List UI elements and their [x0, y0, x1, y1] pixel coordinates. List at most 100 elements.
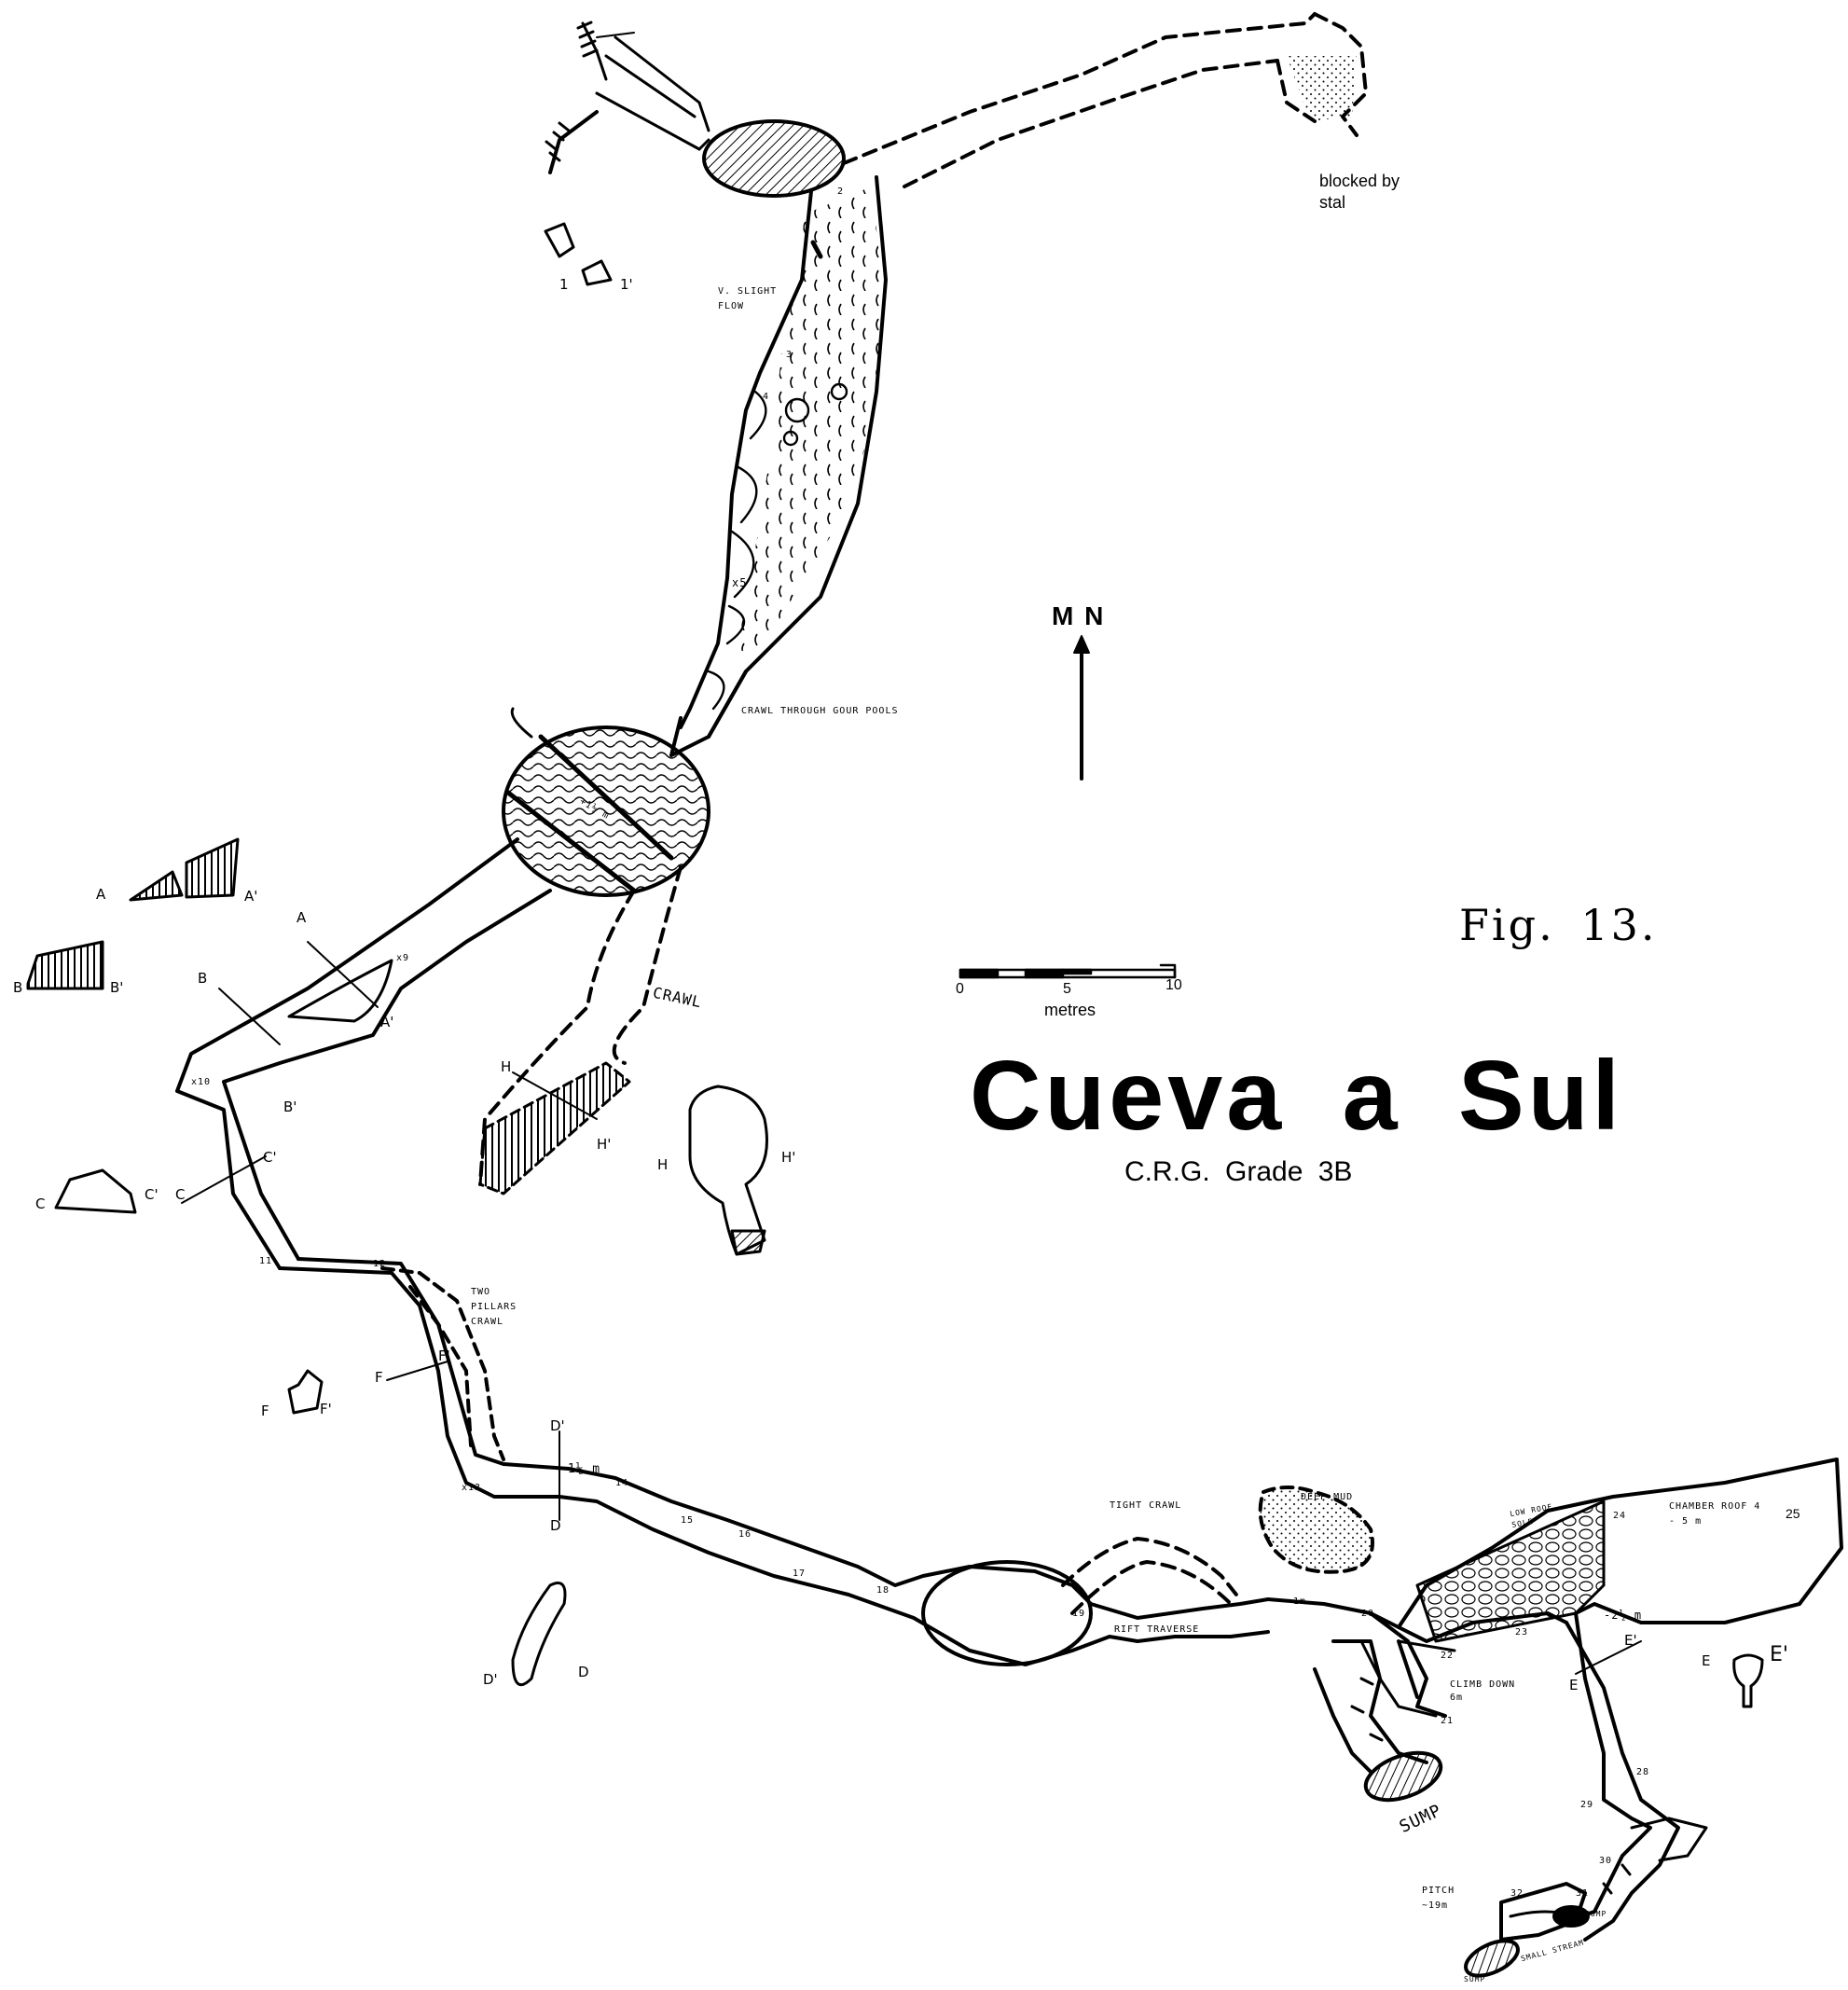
- crawl-end-hatched: [478, 1061, 631, 1195]
- station-25: 25: [1786, 1506, 1800, 1521]
- north-arrow: [1073, 635, 1090, 781]
- note-climb-down: CLIMB DOWN 6m: [1450, 1679, 1516, 1703]
- descending-passage: [1565, 1611, 1708, 1942]
- note-deep-mud: DEEP MUD: [1301, 1492, 1354, 1502]
- figure-label: Fig. 13.: [1459, 900, 1658, 950]
- upper-streamway: [669, 175, 888, 757]
- scale-tick-10: 10: [1165, 977, 1182, 993]
- scale-tick-0: 0: [956, 981, 964, 997]
- station-32: 32: [1510, 1888, 1524, 1899]
- station-2: 2: [837, 187, 845, 197]
- section-f-line-label: F: [375, 1369, 383, 1386]
- tight-crawl: [1061, 1537, 1242, 1615]
- section-e-line-label: E: [1569, 1677, 1579, 1693]
- station-28: 28: [1636, 1767, 1650, 1777]
- map-subtitle: C.R.G. Grade 3B: [1124, 1156, 1353, 1187]
- station-21: 21: [1441, 1716, 1455, 1726]
- station-23: 23: [1515, 1627, 1529, 1638]
- section-1-label: 1: [559, 276, 569, 293]
- sump-area: [1313, 1639, 1443, 1803]
- section-b-label: B: [13, 979, 23, 996]
- blocked-stal-area: [1287, 56, 1357, 121]
- section-b-line-label: B: [198, 970, 208, 987]
- section-1b-label: 1': [620, 276, 633, 293]
- depth-lower: -1½ m: [559, 1462, 601, 1476]
- left-passage: [175, 837, 552, 1270]
- section-a2-line-label: A': [380, 1014, 394, 1030]
- section-h2-line-label: H': [597, 1136, 612, 1153]
- gour-chamber: [502, 707, 710, 897]
- section-1-shapes: [544, 222, 613, 286]
- section-a-line-label: A: [297, 909, 307, 926]
- station-31: 31: [1576, 1888, 1590, 1899]
- section-c2-line-label: C': [263, 1149, 277, 1166]
- station-5: x5: [732, 576, 748, 589]
- section-b2-label: B': [110, 979, 124, 996]
- gour-pools: [707, 240, 848, 711]
- section-d2-line-label: D': [550, 1417, 565, 1434]
- section-a-shape: [129, 837, 240, 902]
- station-30: 30: [1599, 1856, 1613, 1866]
- station-17: 17: [793, 1569, 807, 1579]
- station-12: 12: [373, 1259, 387, 1269]
- section-e2-label: E': [1770, 1643, 1788, 1666]
- station-16: 16: [738, 1529, 752, 1540]
- scale-unit: metres: [1044, 1001, 1096, 1019]
- section-c2-label: C': [145, 1186, 159, 1203]
- scale-tick-5: 5: [1063, 981, 1071, 997]
- section-f-label: F: [261, 1403, 269, 1419]
- station-3: 3: [786, 350, 793, 360]
- station-15: 15: [681, 1515, 695, 1526]
- section-a-label: A: [96, 886, 106, 903]
- section-f2-label: F': [320, 1401, 332, 1417]
- lower-chamber: [921, 1560, 1093, 1666]
- section-b-shape: [26, 940, 104, 990]
- station-18: 18: [876, 1585, 890, 1596]
- section-b2-line-label: B': [283, 1099, 297, 1115]
- depth-rift: -1m: [1287, 1596, 1307, 1607]
- note-pitch: PITCH ~19m: [1422, 1886, 1455, 1911]
- section-e-shape: [1732, 1653, 1764, 1708]
- entrance-cliff: [545, 21, 710, 174]
- station-20: 20: [1361, 1609, 1375, 1619]
- station-4: 4: [763, 392, 770, 402]
- section-c-line-label: C: [175, 1186, 186, 1203]
- station-14: 14: [615, 1478, 629, 1488]
- section-e-label: E: [1702, 1652, 1711, 1669]
- note-rift-traverse: RIFT TRAVERSE: [1114, 1624, 1200, 1635]
- gour-pool-area: [737, 187, 884, 653]
- right-chamber: [1266, 1458, 1843, 1718]
- section-c-label: C: [35, 1195, 46, 1212]
- station-29: 29: [1580, 1800, 1594, 1810]
- section-a2-label: A': [244, 888, 258, 905]
- entrance-chamber: [702, 119, 846, 198]
- section-c-shape: [54, 1168, 137, 1214]
- section-lines: [181, 32, 1642, 1675]
- scale-bar: [958, 963, 1177, 979]
- depth-right: -2½ m: [1604, 1609, 1643, 1622]
- lower-passage: [278, 1257, 1270, 1666]
- station-19: 19: [1072, 1609, 1086, 1619]
- section-h-line-label: H: [501, 1058, 512, 1075]
- section-d-shape: [511, 1582, 567, 1687]
- station-22: 22: [1441, 1651, 1455, 1661]
- north-label: M N: [1052, 601, 1106, 630]
- section-f2-line-label: F': [438, 1347, 450, 1364]
- station-13: x13: [462, 1483, 482, 1493]
- section-d-line-label: D: [550, 1517, 561, 1534]
- note-crawl-through: CRAWL THROUGH GOUR POOLS: [741, 706, 899, 716]
- two-pillars-crawl: [380, 1266, 505, 1461]
- crawl-dashed: [478, 865, 683, 1186]
- note-sump-bottom: SUMP: [1464, 1975, 1486, 1983]
- section-h2-label: H': [781, 1149, 796, 1166]
- note-tight-crawl: TIGHT CRAWL: [1110, 1500, 1182, 1511]
- map-title: Cueva a Sul: [970, 1041, 1623, 1151]
- section-e2-line-label: E': [1624, 1632, 1637, 1649]
- note-slight-flow: V. SLIGHT FLOW: [718, 286, 778, 311]
- dashed-upper-passage: [842, 12, 1368, 188]
- deep-mud: [1258, 1486, 1374, 1574]
- note-chamber-roof: CHAMBER ROOF 4 - 5 m: [1669, 1501, 1761, 1527]
- section-f-shape: [287, 1369, 324, 1415]
- section-d-label: D: [578, 1664, 589, 1680]
